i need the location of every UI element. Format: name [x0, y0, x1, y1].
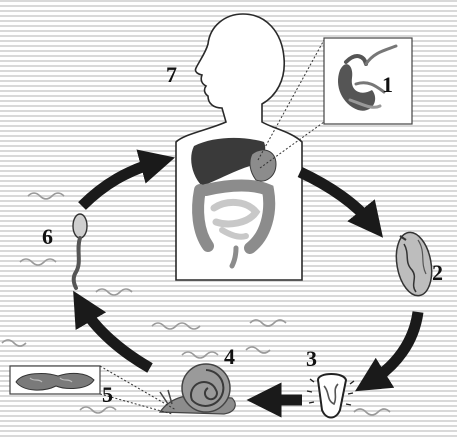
- stage-label-4: 4: [224, 344, 235, 369]
- stage-label-2: 2: [432, 260, 443, 285]
- stage-label-7: 7: [166, 62, 177, 87]
- stage-label-6: 6: [42, 224, 53, 249]
- stage-label-1: 1: [382, 72, 393, 97]
- adult-fluke-inset: [324, 38, 412, 124]
- stage-label-5: 5: [102, 382, 113, 407]
- stage-label-3: 3: [306, 346, 317, 371]
- redia-inset: [10, 366, 100, 394]
